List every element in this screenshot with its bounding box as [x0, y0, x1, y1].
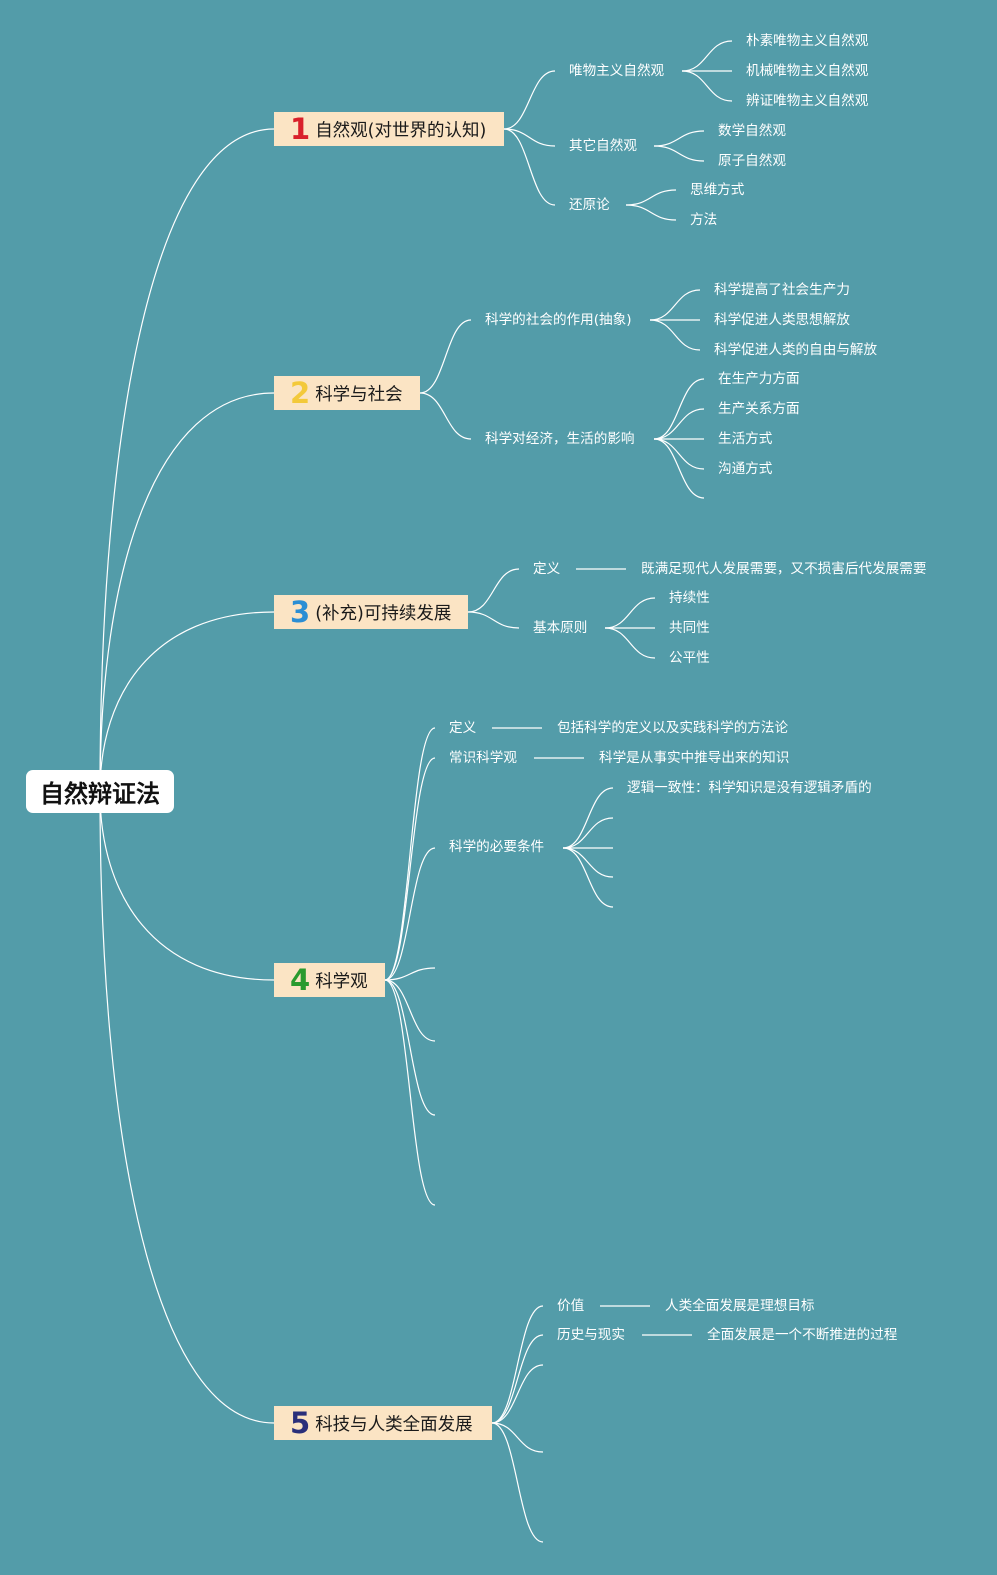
leaf[interactable]: 逻辑一致性：科学知识是没有逻辑矛盾的 [627, 780, 872, 796]
connector [384, 979, 436, 1042]
leaf[interactable]: 朴素唯物主义自然观 [746, 33, 869, 49]
leaf[interactable]: 科学促进人类的自由与解放 [714, 342, 878, 358]
topic-number: 2 [290, 376, 311, 410]
connector [649, 319, 701, 351]
leaf[interactable]: 数学自然观 [718, 123, 786, 139]
connector [562, 787, 614, 849]
topic-title: 科技与人类全面发展 [315, 1414, 473, 1435]
leaf[interactable]: 机械唯物主义自然观 [746, 63, 869, 79]
connector [681, 40, 733, 72]
leaf[interactable]: 方法 [690, 212, 718, 228]
subtopic[interactable]: 科学对经济，生活的影响 [485, 431, 635, 447]
connector [99, 791, 275, 1424]
connector [384, 757, 436, 981]
leaf[interactable]: 生活方式 [718, 431, 773, 447]
connector [99, 128, 275, 793]
topic-title: 自然观(对世界的认知) [315, 120, 487, 141]
connector [503, 128, 556, 206]
connector [503, 128, 556, 147]
subtopic[interactable]: 科学的社会的作用(抽象) [485, 312, 632, 328]
connector [653, 438, 705, 470]
connector [562, 847, 614, 908]
leaf[interactable]: 共同性 [669, 620, 710, 636]
topic-2[interactable]: 2 科学与社会 [274, 376, 420, 410]
subtopic[interactable]: 其它自然观 [569, 138, 637, 154]
leaf[interactable]: 沟通方式 [718, 461, 773, 477]
connector [384, 847, 436, 981]
topic-number: 1 [290, 112, 311, 146]
connector [604, 597, 656, 629]
connector [491, 1305, 544, 1424]
leaf[interactable]: 在生产力方面 [718, 371, 800, 387]
connector [653, 438, 705, 499]
connector [503, 70, 556, 130]
connector [384, 979, 436, 1116]
leaf[interactable]: 既满足现代人发展需要，又不损害后代发展需要 [641, 561, 927, 577]
connector [649, 289, 701, 321]
connector [625, 204, 677, 221]
connector [491, 1422, 544, 1453]
topic-number: 3 [290, 595, 311, 629]
topic-number: 4 [290, 963, 311, 997]
topic-number: 5 [290, 1406, 311, 1440]
connector [653, 378, 705, 440]
connector [491, 1334, 544, 1424]
connector [467, 568, 520, 613]
connector [384, 967, 436, 981]
leaf[interactable]: 辨证唯物主义自然观 [746, 93, 869, 109]
connector [99, 392, 275, 793]
connector [419, 392, 472, 440]
topic-4[interactable]: 4 科学观 [274, 963, 385, 997]
connector [99, 611, 275, 793]
subtopic[interactable]: 历史与现实 [557, 1327, 625, 1343]
leaf[interactable]: 思维方式 [690, 182, 745, 198]
connector [653, 130, 705, 147]
subtopic[interactable]: 唯物主义自然观 [569, 63, 665, 79]
connector [384, 979, 436, 1206]
connector [491, 1422, 544, 1543]
connector [491, 1364, 544, 1424]
connector [604, 627, 656, 659]
connector [653, 408, 705, 440]
topic-title: 科学观 [315, 971, 368, 992]
root-node[interactable]: 自然辩证法 [26, 770, 174, 813]
subtopic[interactable]: 常识科学观 [449, 750, 517, 766]
subtopic[interactable]: 定义 [533, 561, 561, 577]
topic-5[interactable]: 5 科技与人类全面发展 [274, 1406, 492, 1440]
connector [419, 319, 472, 394]
leaf[interactable]: 科学提高了社会生产力 [714, 282, 850, 298]
subtopic[interactable]: 还原论 [569, 197, 610, 213]
connector [653, 145, 705, 162]
leaf[interactable]: 持续性 [669, 590, 710, 606]
connector [562, 817, 614, 849]
leaf[interactable]: 全面发展是一个不断推进的过程 [707, 1327, 898, 1343]
topic-title: 科学与社会 [315, 384, 403, 405]
subtopic[interactable]: 科学的必要条件 [449, 839, 545, 855]
leaf[interactable]: 公平性 [669, 650, 710, 666]
connector [562, 847, 614, 878]
connector [681, 70, 733, 102]
leaf[interactable]: 科学促进人类思想解放 [714, 312, 850, 328]
connector [384, 727, 436, 981]
topic-3[interactable]: 3 (补充)可持续发展 [274, 595, 468, 629]
leaf[interactable]: 包括科学的定义以及实践科学的方法论 [557, 720, 789, 736]
leaf[interactable]: 人类全面发展是理想目标 [665, 1298, 815, 1314]
leaf[interactable]: 生产关系方面 [718, 401, 800, 417]
topic-title: (补充)可持续发展 [315, 603, 452, 624]
connector [625, 189, 677, 206]
leaf[interactable]: 科学是从事实中推导出来的知识 [599, 750, 790, 766]
subtopic[interactable]: 价值 [557, 1298, 585, 1314]
subtopic[interactable]: 定义 [449, 720, 477, 736]
subtopic[interactable]: 基本原则 [533, 620, 588, 636]
connector [99, 791, 275, 981]
leaf[interactable]: 原子自然观 [718, 153, 786, 169]
connector [467, 611, 520, 629]
topic-1[interactable]: 1 自然观(对世界的认知) [274, 112, 504, 146]
